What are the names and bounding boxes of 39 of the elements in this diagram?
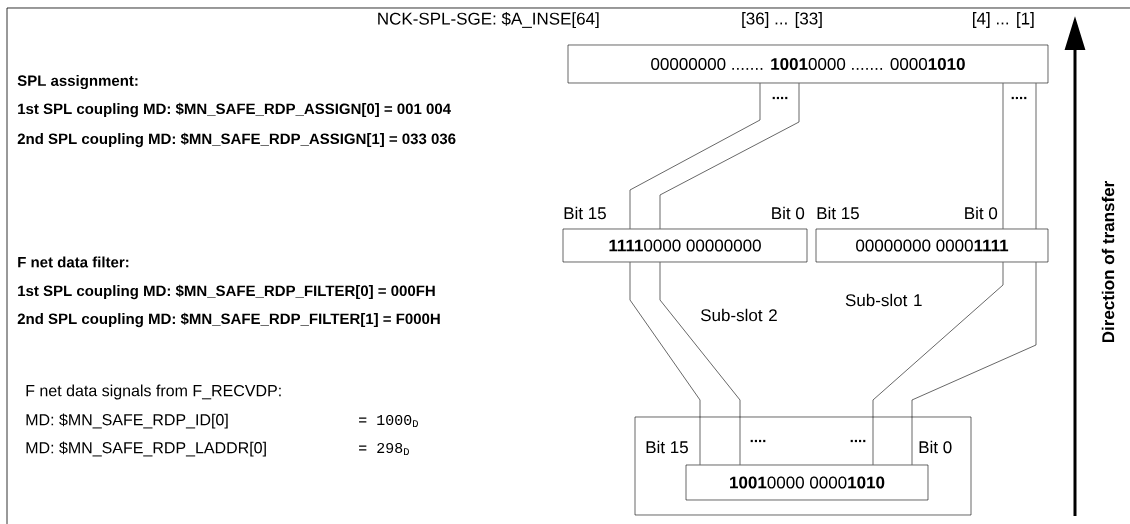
connector-line — [659, 262, 741, 465]
parameter-line: 1st SPL coupling MD: $MN_SAFE_RDP_ASSIGN[0] = 001 004 — [18, 102, 451, 118]
index-label: [4] ... [1] — [973, 12, 1034, 28]
slot-label: Sub-slot 1 — [845, 293, 922, 307]
parameter-line: MD: $MN_SAFE_RDP_ID[0] — [26, 413, 228, 429]
register-box: 00000000 00001111 — [815, 228, 1049, 263]
note-heading: F net data signals from F_RECVDP: — [26, 384, 281, 400]
bit-label: Bit 0 — [772, 206, 805, 220]
bit-label: Bit 15 — [646, 440, 688, 454]
parameter-line: 2nd SPL coupling MD: $MN_SAFE_RDP_ASSIGN[1] = 033 036 — [17, 132, 456, 148]
index-label: [36] ... [33] — [742, 12, 822, 28]
register-box: 10010000 00001010 — [685, 464, 929, 501]
direction-label: Direction of transfer — [1101, 181, 1115, 343]
ellipsis-mark: .... — [850, 439, 866, 443]
connector-line — [629, 262, 701, 465]
register-box: 00000000 ....... 10010000 ....... 00001010 — [567, 44, 1049, 84]
ellipsis-mark: .... — [772, 96, 788, 100]
header-label: NCK-SPL-SGE: $A_INSE[64] — [378, 11, 599, 29]
parameter-line: 2nd SPL coupling MD: $MN_SAFE_RDP_FILTER[1] = F000H — [17, 312, 440, 328]
section-heading: SPL assignment: — [17, 74, 138, 90]
parameter-line: 1st SPL coupling MD: $MN_SAFE_RDP_FILTER[0] = 000FH — [18, 284, 435, 300]
connector-line — [629, 83, 761, 229]
connector-line — [872, 262, 1004, 465]
connector-line — [659, 83, 800, 229]
section-heading: F net data filter: — [18, 256, 129, 268]
connector-line — [911, 262, 1037, 465]
frame-box — [634, 416, 972, 516]
parameter-value: = 1000$_{D}$ — [359, 414, 418, 428]
connector-line — [1035, 83, 1037, 229]
bit-label: Bit 15 — [817, 206, 859, 220]
bit-label: Bit 0 — [919, 440, 952, 454]
ellipsis-mark: .... — [1011, 96, 1027, 100]
parameter-line: MD: $MN_SAFE_RDP_LADDR[0] — [26, 441, 266, 457]
parameter-value: = 298$_{D}$ — [359, 442, 409, 456]
bit-label: Bit 0 — [965, 206, 998, 220]
slot-label: Sub-slot 2 — [700, 308, 777, 322]
ellipsis-mark: .... — [750, 439, 766, 443]
register-box: 11110000 00000000 — [562, 228, 808, 263]
connector-line — [1002, 83, 1004, 229]
